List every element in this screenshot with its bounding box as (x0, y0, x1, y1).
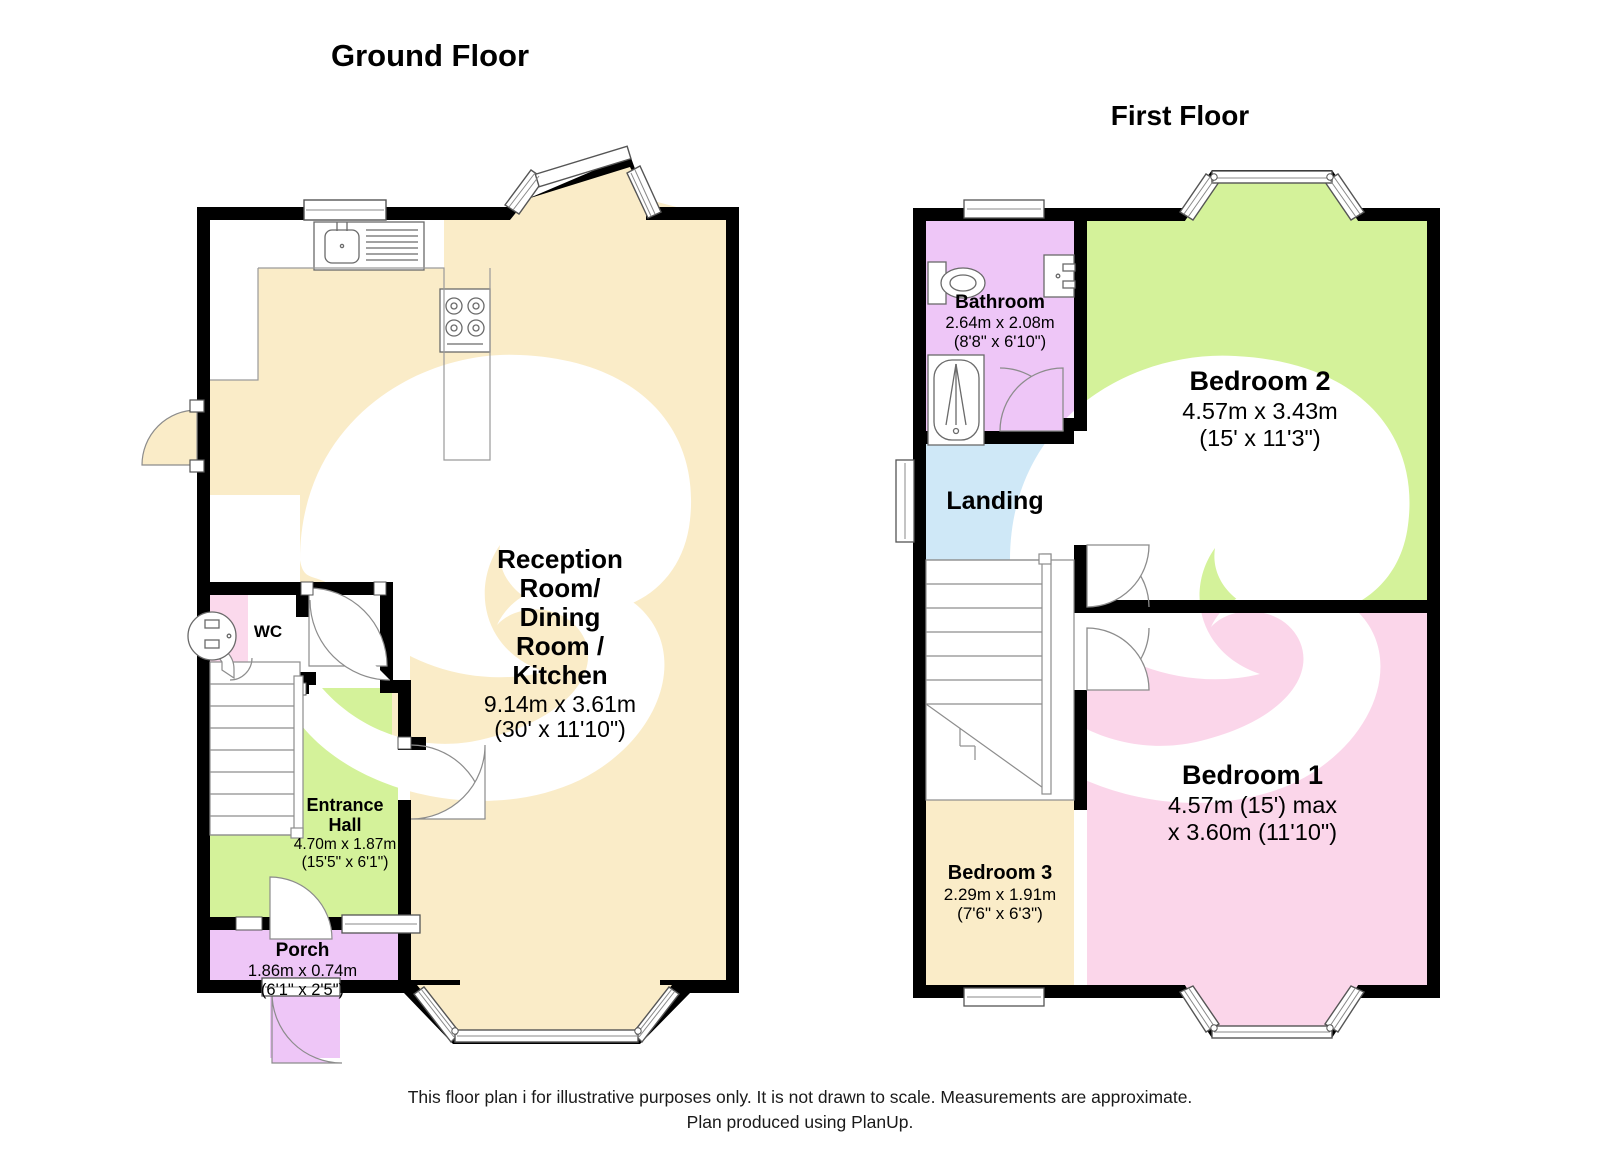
room-fill-bedroom-3 (926, 800, 1074, 985)
room-label-bedroom-1: Bedroom 1 4.57m (15') max x 3.60m (11'10… (1095, 760, 1410, 845)
room-dim-metric: 1.86m x 0.74m (247, 962, 358, 981)
room-name-line: WC (253, 622, 283, 641)
room-name-line: Bathroom (955, 292, 1045, 313)
room-name-line: Landing (946, 487, 1044, 515)
room-name-line: Reception (497, 544, 623, 574)
room-dim-imperial: (7'6" x 6'3") (957, 904, 1043, 924)
room-label-wc: WC (228, 622, 308, 641)
room-label-landing: Landing (905, 487, 1085, 515)
room-label-bedroom-3: Bedroom 3 2.29m x 1.91m (7'6" x 6'3") (910, 862, 1090, 923)
room-dim-metric: 4.57m x 3.43m (1182, 398, 1338, 425)
room-dim-metric: 4.70m x 1.87m (293, 836, 397, 854)
bay-window-bedroom2 (1179, 170, 1365, 221)
room-label-porch: Porch 1.86m x 0.74m (6'1" x 2'5") (205, 940, 400, 999)
ground-floor-title: Ground Floor (330, 38, 530, 73)
bay-window-bedroom1 (1178, 985, 1366, 1039)
bay-window-reception-bottom (404, 980, 726, 1044)
staircase-ground-icon (208, 644, 304, 839)
room-name-line: Dining (519, 602, 601, 633)
room-dim-metric: 9.14m x 3.61m (483, 690, 637, 717)
room-dim-imperial: (30' x 11'10") (494, 716, 626, 743)
room-dim-metric: 2.29m x 1.91m (943, 885, 1057, 905)
footer-credit: Plan produced using PlanUp. (686, 1112, 914, 1133)
planup-watermark-ground (285, 354, 692, 801)
kitchen-hob-icon (439, 288, 491, 353)
first-floor-title: First Floor (1110, 100, 1250, 131)
room-label-reception-dining-kitchen: Reception Room/ Dining Room / Kitchen 9.… (440, 544, 680, 743)
wc-toilet-icon (187, 611, 237, 661)
room-name-line: Entrance (306, 795, 384, 815)
room-name-line: Bedroom 2 (1189, 366, 1331, 396)
room-name-line: Porch (275, 940, 330, 961)
room-name-line: Bedroom 1 (1181, 760, 1324, 790)
ground-floor-openings (141, 199, 486, 1064)
room-dim-imperial: (15'5" x 6'1") (301, 853, 389, 871)
room-fill-reception-dining-kitchen (210, 268, 258, 380)
footer-disclaimer: This floor plan i for illustrative purpo… (407, 1087, 1193, 1107)
room-dim-imperial: x 3.60m (11'10") (1167, 818, 1338, 845)
room-dim-metric: 2.64m x 2.08m (945, 314, 1055, 333)
room-label-entrance-hall: Entrance Hall 4.70m x 1.87m (15'5" x 6'1… (250, 795, 440, 871)
kitchen-worktop-outline (210, 267, 491, 461)
bathroom-washbasin-icon (1043, 254, 1076, 298)
staircase-first-icon (925, 553, 1075, 801)
room-name-line: Room/ (519, 573, 601, 604)
bay-window-reception-top (503, 145, 662, 220)
room-dim-imperial: (6'1" x 2'5") (260, 980, 345, 999)
room-dim-imperial: (8'8" x 6'10") (953, 332, 1047, 351)
bathroom-bath-icon (927, 354, 985, 446)
room-dim-imperial: (15' x 11'3") (1199, 424, 1321, 451)
room-name-line: Room / (515, 631, 605, 662)
bathroom-toilet-icon (927, 261, 986, 305)
room-label-bathroom: Bathroom 2.64m x 2.08m (8'8" x 6'10") (910, 292, 1090, 351)
room-name-line: Kitchen (512, 660, 608, 691)
room-label-bedroom-2: Bedroom 2 4.57m x 3.43m (15' x 11'3") (1110, 366, 1410, 451)
room-name-line: Bedroom 3 (947, 862, 1053, 884)
room-name-line: Hall (328, 815, 362, 836)
plan-footer: This floor plan i for illustrative purpo… (0, 1085, 1600, 1136)
kitchen-sink-icon (313, 221, 425, 271)
room-dim-metric: 4.57m (15') max (1167, 792, 1338, 819)
